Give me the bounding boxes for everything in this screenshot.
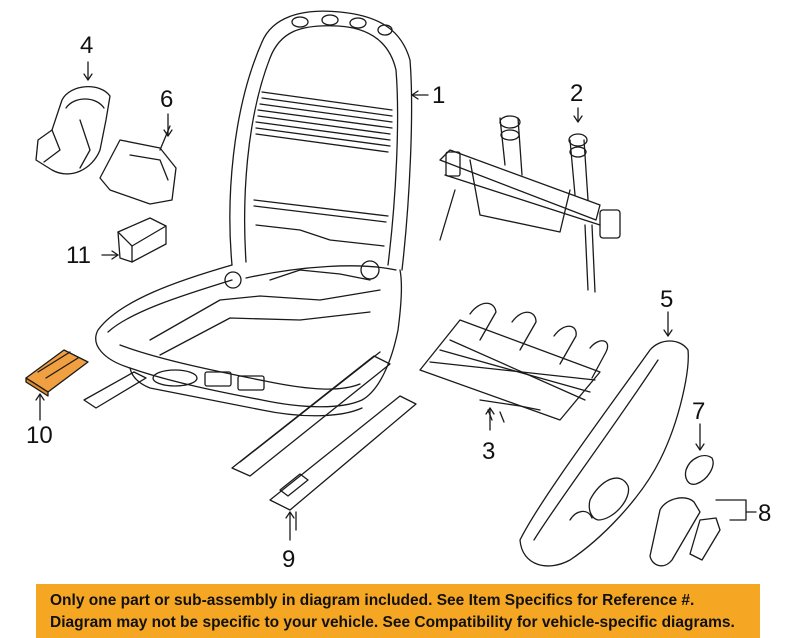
notice-line-1: Only one part or sub-assembly in diagram… xyxy=(50,592,695,609)
disclaimer-notice: Only one part or sub-assembly in diagram… xyxy=(36,584,760,638)
seat-frame-part-1 xyxy=(83,10,413,477)
callout-3: 3 xyxy=(482,438,496,465)
spring-assembly-part-3 xyxy=(419,302,609,423)
callout-2: 2 xyxy=(570,80,584,107)
callout-1: 1 xyxy=(432,82,446,109)
side-shield-part-5 xyxy=(519,340,689,567)
callout-11: 11 xyxy=(66,242,91,269)
lumbar-mechanism-part-2 xyxy=(439,115,621,293)
callout-10: 10 xyxy=(26,422,53,449)
notice-background xyxy=(36,584,760,638)
callout-4: 4 xyxy=(80,32,94,59)
track-cover-part-9 xyxy=(269,395,417,531)
switch-part-8 xyxy=(649,497,747,567)
clip-part-10 xyxy=(25,349,89,397)
notice-line-2: Diagram may not be specific to your vehi… xyxy=(50,614,735,631)
knob-part-7 xyxy=(684,455,714,485)
callout-9: 9 xyxy=(282,546,296,573)
callout-8: 8 xyxy=(758,500,772,527)
callout-6: 6 xyxy=(160,86,174,113)
leader-lines xyxy=(35,61,757,541)
callout-5: 5 xyxy=(660,286,674,313)
cover-part-11 xyxy=(117,217,167,263)
trim-bracket-part-6 xyxy=(99,125,177,205)
trim-cover-part-4 xyxy=(35,85,111,175)
callout-7: 7 xyxy=(692,398,706,425)
